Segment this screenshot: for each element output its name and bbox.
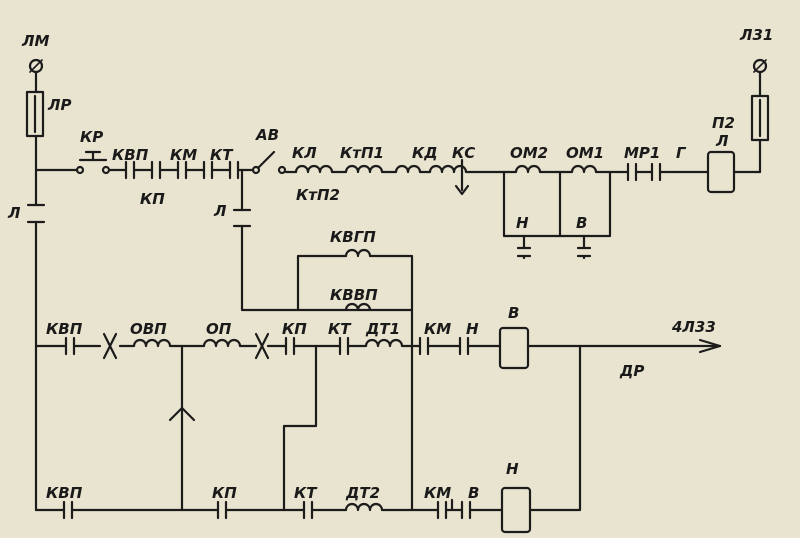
label-dt2: ДТ2 [345, 484, 380, 502]
coil-v [498, 326, 530, 370]
label-lm: ЛМ [21, 32, 49, 50]
label-op: ОП [206, 320, 232, 338]
button-kr [75, 150, 111, 175]
arc-symbol-1 [102, 332, 118, 360]
vertical-kp-kt [282, 344, 318, 512]
contact-kt-mid [332, 336, 356, 356]
contact-km-bot [432, 498, 476, 520]
coil-op [194, 338, 252, 348]
label-v-coil: В [508, 304, 519, 322]
label-g: Г [676, 144, 687, 162]
ks-arrow [454, 158, 470, 196]
label-om2: ОМ2 [510, 144, 548, 162]
fuse-lr [25, 90, 45, 138]
arc-symbol-3 [168, 406, 196, 422]
label-kvvp: КВВП [330, 286, 378, 304]
label-kr: КР [80, 128, 103, 146]
label-l31: Л31 [739, 26, 773, 44]
coil-chain-top [294, 164, 482, 174]
kvgp-kvvp-loop [296, 248, 414, 348]
label-p2: П2 [712, 114, 735, 132]
label-om1: ОМ1 [566, 144, 604, 162]
label-lr: ЛР [47, 96, 71, 114]
label-kvgp: КВГП [330, 228, 376, 246]
label-av: АВ [255, 126, 279, 144]
label-kp-mid: КП [282, 320, 307, 338]
label-kp-bot: КП [212, 484, 237, 502]
label-l-right: Л [715, 132, 729, 150]
label-km-bot: КМ [424, 484, 451, 502]
om-parallel-block [502, 164, 612, 238]
label-kt-mid: КТ [328, 320, 352, 338]
label-dr: ДР [619, 362, 644, 380]
contact-kt-bot [298, 500, 322, 520]
label-ktp1: КтП1 [340, 144, 384, 162]
label-ovp: ОВП [130, 320, 167, 338]
label-ktp2: КтП2 [296, 186, 340, 204]
top-row-wire [34, 168, 762, 174]
contact-kp-bot [212, 500, 236, 520]
label-kp-top: КП [140, 190, 165, 208]
label-mr1: МР1 [624, 144, 660, 162]
coil-dt2 [338, 502, 410, 512]
label-kt-top: КТ [210, 146, 234, 164]
label-kt-bot: КТ [294, 484, 318, 502]
coil-n [500, 486, 532, 534]
contact-l-left [26, 203, 46, 224]
label-l-mid: Л [213, 202, 227, 220]
contact-kp-mid [278, 336, 302, 356]
label-l-left: Л [7, 204, 21, 222]
coil-ovp [126, 338, 178, 348]
label-kvp-bot: КВП [46, 484, 83, 502]
label-n-coil: Н [506, 460, 519, 478]
label-n-om: Н [516, 214, 529, 232]
coil-dt1 [358, 338, 410, 348]
arrow-l33 [698, 338, 722, 354]
label-l33: 4Л33 [671, 318, 716, 336]
contact-kvp-mid [58, 336, 82, 356]
contacts-kvp-kp-km-kt-top [116, 160, 248, 180]
label-v-bot: В [468, 484, 479, 502]
label-km-top: КМ [170, 146, 197, 164]
label-v-om: В [576, 214, 587, 232]
right-return-wire [528, 344, 582, 512]
contacts-mr1 [618, 162, 678, 182]
right-supply-terminal [752, 58, 768, 74]
label-kvp-mid: КВП [46, 320, 83, 338]
switch-av [251, 150, 287, 175]
label-kl: КЛ [292, 144, 317, 162]
kvvp-coil [344, 302, 372, 312]
label-km-mid: КМ [424, 320, 451, 338]
label-kd: КД [412, 144, 438, 162]
contact-n-mid [452, 336, 476, 356]
arc-symbol-2 [254, 332, 270, 360]
contact-l-mid [232, 208, 252, 228]
label-kvp-top: КВП [112, 146, 149, 164]
mid-vertical-wire [240, 168, 414, 312]
label-n-mid: Н [466, 320, 479, 338]
contact-kvp-bot [58, 500, 82, 520]
label-dt1: ДТ1 [365, 320, 400, 338]
label-ks: КС [452, 144, 475, 162]
contacts-n-v-om [516, 234, 592, 260]
coil-p2 [706, 150, 736, 194]
contact-km-mid [414, 336, 438, 356]
fuse-l31 [750, 94, 770, 142]
left-supply-terminal [28, 58, 44, 94]
